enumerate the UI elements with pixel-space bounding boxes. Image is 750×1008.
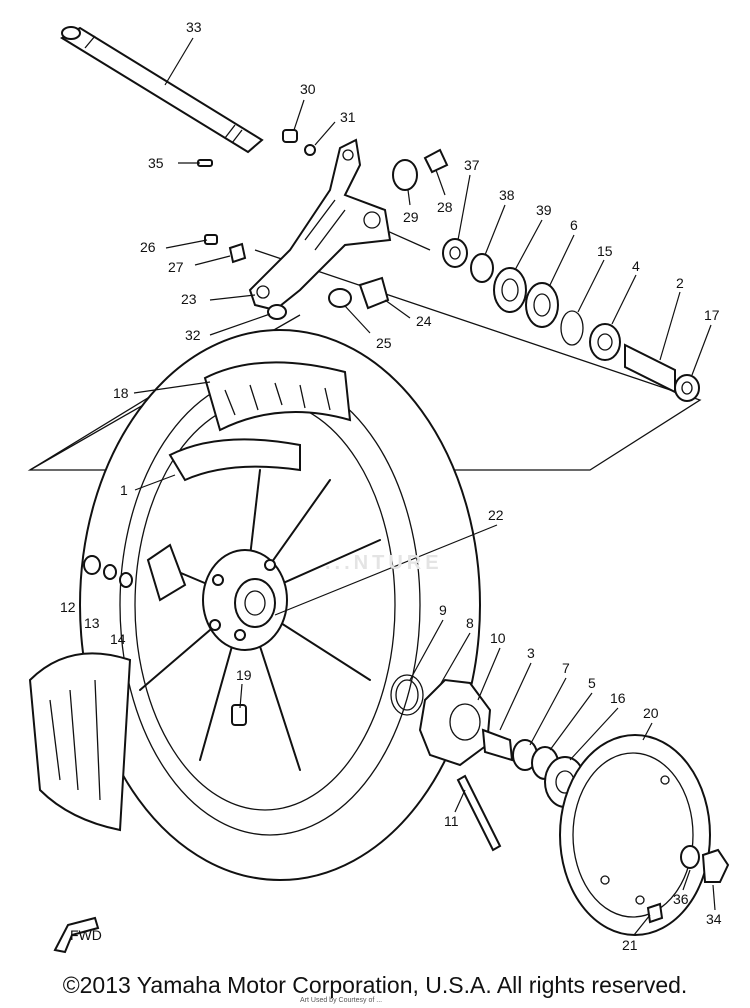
callout-25: 25 [376,335,392,351]
forward-direction-arrow: FWD [53,916,102,954]
callout-30: 30 [300,81,316,97]
callout-8: 8 [466,615,474,631]
callout-3: 3 [527,645,535,661]
callout-2: 2 [676,275,684,291]
callout-16: 16 [610,690,626,706]
callout-36: 36 [673,891,689,907]
callout-10: 10 [490,630,506,646]
callout-17: 17 [704,307,720,323]
callout-39: 39 [536,202,552,218]
courtesy-note: Art Used by Courtesy of ... [300,997,383,1004]
callout-5: 5 [588,675,596,691]
callout-35: 35 [148,155,164,171]
callout-28: 28 [437,199,453,215]
callout-26: 26 [140,239,156,255]
left-nuts-washers [83,555,133,588]
wheel-assembly-drawing: FWD [27,19,730,954]
callout-12: 12 [60,599,76,615]
callout-13: 13 [84,615,100,631]
axle-shaft [60,26,264,154]
callout-18: 18 [113,385,129,401]
callout-leaders [133,37,716,936]
callout-9: 9 [439,602,447,618]
callout-27: 27 [168,259,184,275]
wheel-hub [202,549,288,651]
callout-21: 21 [622,937,638,953]
callout-1: 1 [120,482,128,498]
watermark-text: ...NTURE [325,552,443,574]
rear-wheel [28,329,481,881]
callout-20: 20 [643,705,659,721]
brake-hardware [646,845,730,924]
right-side-bearing-stack [442,238,700,402]
callout-numbers: 33 30 31 35 37 38 39 6 15 4 2 17 29 28 2… [60,19,722,953]
copyright-notice: ©2013 Yamaha Motor Corporation, U.S.A. A… [62,972,688,998]
callout-7: 7 [562,660,570,676]
callout-19: 19 [236,667,252,683]
callout-33: 33 [186,19,202,35]
brake-panel [559,734,711,936]
bracket-hardware [197,129,449,320]
callout-4: 4 [632,258,640,274]
brake-torque-bracket [248,138,392,312]
callout-32: 32 [185,327,201,343]
sprocket-side-stack [390,674,586,852]
callout-37: 37 [464,157,480,173]
callout-14: 14 [110,631,126,647]
callout-34: 34 [706,911,722,927]
callout-22: 22 [488,507,504,523]
callout-38: 38 [499,187,515,203]
callout-11: 11 [444,813,459,829]
callout-31: 31 [340,109,356,125]
callout-23: 23 [181,291,197,307]
callout-24: 24 [416,313,432,329]
callout-29: 29 [403,209,419,225]
callout-15: 15 [597,243,613,259]
fwd-label: FWD [70,927,102,943]
callout-6: 6 [570,217,578,233]
